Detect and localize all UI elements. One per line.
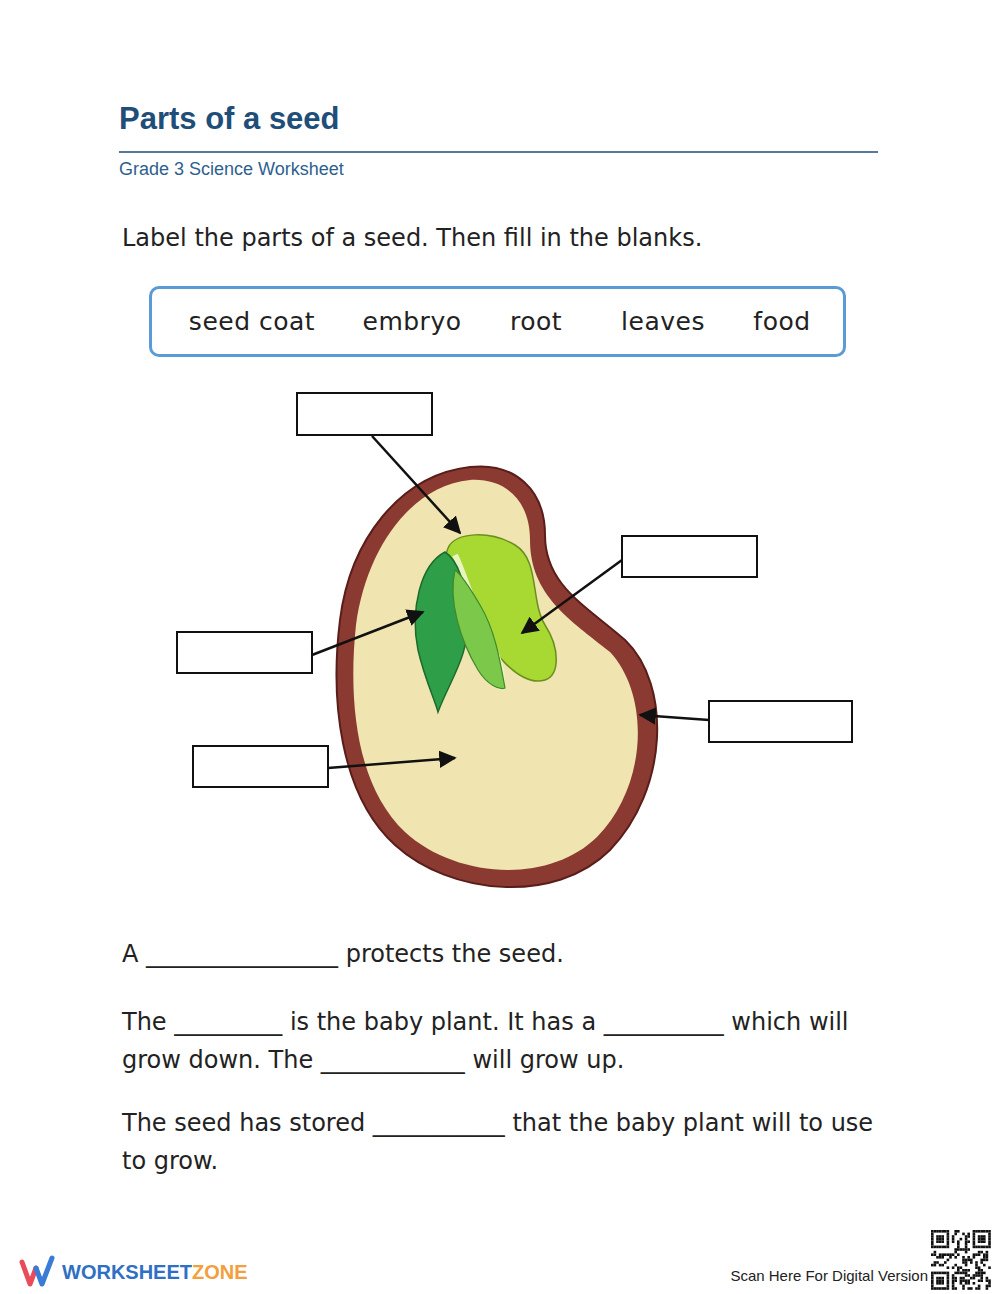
seed-coat (337, 466, 658, 887)
brand-name: WORKSHEET (62, 1261, 192, 1284)
brand-name: ZONE (192, 1261, 248, 1284)
word-bank-word: root (510, 307, 562, 336)
food-store (353, 480, 638, 870)
fill-sentence: The seed has stored ___________ that the… (122, 1104, 892, 1180)
word-bank-word: seed coat (189, 307, 315, 336)
qr-code (931, 1230, 991, 1290)
label-boxes (177, 393, 852, 787)
word-bank-word: embryo (363, 307, 462, 336)
leader-lines (312, 436, 709, 768)
word-bank-word: leaves (621, 307, 705, 336)
instruction: Label the parts of a seed. Then fill in … (122, 224, 702, 252)
subtitle: Grade 3 Science Worksheet (119, 159, 344, 180)
title-rule (119, 151, 878, 153)
fill-sentence: A ________________ protects the seed. (122, 940, 892, 968)
word-bank-word: food (753, 307, 810, 336)
worksheet-title: Parts of a seed (119, 101, 340, 137)
leaf (453, 570, 505, 688)
qr-caption: Scan Here For Digital Version (730, 1267, 928, 1284)
logo-icon (22, 1258, 52, 1284)
fill-sentence: The _________ is the baby plant. It has … (122, 1003, 892, 1079)
word-bank-box: seed coat embryo root leaves food (149, 286, 846, 357)
